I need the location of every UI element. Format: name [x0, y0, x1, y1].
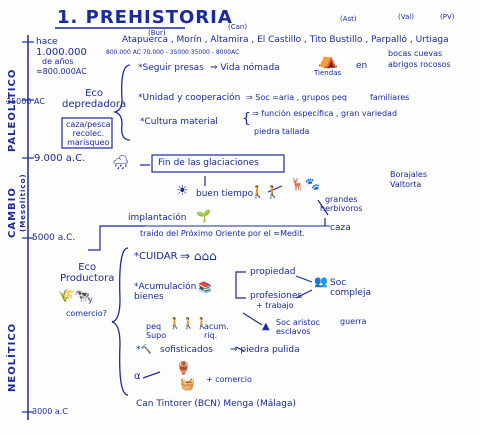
cambio-good-weather: buen tiempo [196, 189, 254, 199]
neo-tools-icon: *🔨 [136, 345, 152, 355]
neo-sophisticated: sofisticados [160, 345, 213, 355]
paleo-item2: *Unidad y cooperación [138, 93, 241, 103]
paleo-shelter: bocas cuevas abrigos rocosos [388, 49, 451, 70]
activities-box [61, 117, 113, 149]
sun-icon: ☀ [176, 183, 189, 199]
neo-accum: acum. riq. [204, 322, 229, 341]
neo-eco: Eco Productora [60, 262, 115, 284]
paleo-en: en [356, 61, 368, 71]
paleo-item3-a: ⇒ función específica , gran variedad [252, 109, 398, 118]
cambio-brought: traído del Próximo Oriente por el ≈Medit… [140, 229, 305, 238]
date-800k: ≈800.000AC [36, 67, 87, 76]
animals-icon: 🦌🐾 [290, 177, 320, 191]
paleo-families: familiares [370, 93, 410, 102]
date-35000: 35000 AC [6, 97, 45, 106]
cambio-sites: Borajales Valtorta [390, 170, 428, 190]
site-pv: (PV) [440, 13, 455, 21]
hut-icon: ⛺ [318, 50, 338, 69]
neo-polished: ⇒ piedra pulida [230, 345, 300, 355]
neo-trade2: + comercio [206, 375, 252, 384]
cambio-implant: implantación [128, 213, 187, 223]
care-icons: ⇒ ⌂⌂⌂ [180, 249, 217, 263]
date-1m: 1.000.000 [36, 47, 87, 58]
paleo-item3: *Cultura material [140, 117, 218, 127]
brace-small-icon: { [242, 111, 251, 127]
glaciation-box [151, 154, 285, 173]
neo-sites-bottom: Can Tintorer (BCN) Menga (Málaga) [136, 399, 296, 409]
hut-label: Tiendas [314, 69, 342, 77]
neo-trade: comercio? [66, 309, 107, 318]
neo-alpha: α [134, 371, 141, 382]
neo-accumulation: *Acumulación bienes [134, 282, 197, 303]
neo-brace [111, 247, 129, 396]
paleo-activities: caza/pesca recolec. marisqueo [66, 120, 111, 148]
page-title: 1. PREHISTORIA [57, 7, 233, 28]
neo-and: y [88, 295, 93, 304]
site-can: (Can) [228, 23, 248, 31]
neo-soc: Soc compleja [330, 278, 371, 299]
period-paleolitico: PALEOLÍTICO [7, 68, 18, 152]
paleo-item1-result: ⇒ Vida nómada [210, 63, 280, 73]
paleo-item1: *Seguir presas [138, 63, 204, 73]
cambio-big-herbivores: grandes herbívoros [320, 195, 363, 213]
timeline-ticks [22, 41, 34, 413]
pottery-icon: 🏺 [176, 361, 191, 375]
site-val: (Val) [398, 13, 414, 21]
people-small-icon: 🚶🚶🚶 [168, 317, 210, 330]
arrows [88, 164, 329, 379]
period-neolitico: NEOLÍTICO [7, 322, 18, 392]
cloud-rain-icon: 🌧 [112, 155, 130, 171]
cambio-caza: caza [330, 223, 351, 233]
paleo-item2-result: ⇒ Soc =aria , grupos peq [246, 93, 348, 102]
goods-icon: 📚 [198, 281, 212, 294]
period-cambio: CAMBIO [7, 187, 18, 238]
neo-soc-aristoc: Soc aristoc esclavos [276, 318, 320, 337]
society-icon: 👥 [314, 275, 328, 288]
pyramid-icon: ▲ [262, 321, 270, 332]
site-bur: (Bur) [148, 29, 166, 37]
date-hace: hace [36, 37, 58, 47]
people-icon: 🚶🚶 [250, 185, 280, 199]
neo-work: + trabajo [256, 301, 294, 310]
site-ast: (Ast) [340, 15, 357, 23]
date-1m-unit: de años [42, 57, 74, 66]
paleo-brace [112, 64, 131, 141]
sites-line: Atapuerca , Morín , Altamira , El Castil… [122, 35, 449, 45]
paleo-item3-b: piedra tallada [254, 127, 310, 136]
sites-dates: 800.000 AC 70.000 - 35000 35000 - 8000AC [106, 49, 240, 56]
neo-professions: profesiones [250, 291, 303, 301]
neo-care: *CUIDAR [134, 251, 178, 262]
date-5000: 5000 a.C. [32, 233, 76, 243]
basket-icon: 🧺 [180, 377, 195, 391]
paleo-eco: Eco depredadora [62, 88, 127, 110]
period-cambio-sub: (Mesolítico) [19, 173, 27, 232]
neo-guerra: guerra [340, 317, 367, 326]
neo-property: propiedad [250, 267, 296, 277]
plant-icon: 🌱 [196, 209, 211, 223]
cambio-glaciations: Fin de las glaciaciones [158, 158, 259, 168]
date-3000: 3000 a.C [32, 407, 68, 416]
neo-small: peq Supo [146, 322, 167, 341]
date-9000: 9.000 a.C. [34, 153, 86, 164]
farm-icon: 🌾🐄 [58, 289, 91, 304]
